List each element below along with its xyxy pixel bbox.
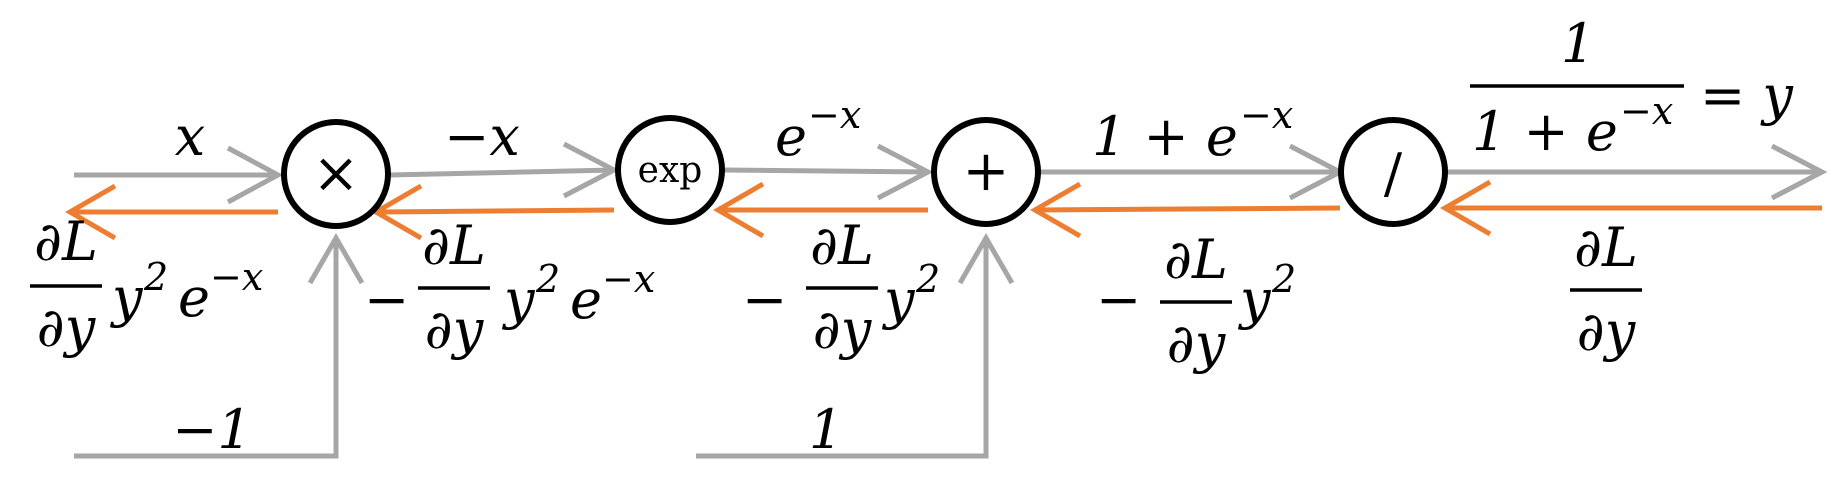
grad-exp-sq: 2 bbox=[535, 257, 560, 301]
label-exp-neg-x-sup: −x bbox=[808, 93, 861, 137]
backward-labels: ∂L ∂y − ∂L ∂y y 2 − ∂L ∂y y 2 − ∂L ∂y bbox=[30, 210, 1642, 375]
grad-output-num: ∂L bbox=[1574, 216, 1638, 279]
grad-input-den: ∂y bbox=[37, 296, 97, 359]
node-exp: exp bbox=[615, 115, 725, 225]
grad-input-e: e bbox=[178, 266, 210, 329]
forward-arrowhead-mul-exp bbox=[562, 141, 620, 199]
node-exp-label: exp bbox=[638, 150, 703, 191]
node-divide-label: / bbox=[1384, 142, 1403, 205]
grad-output-den: ∂y bbox=[1577, 300, 1637, 363]
node-multiply-label: × bbox=[313, 141, 360, 206]
backward-arrowhead-mul-input bbox=[65, 183, 117, 241]
backward-edge-exp-mul bbox=[375, 207, 615, 215]
grad-exp-sup: −x bbox=[602, 257, 655, 301]
forward-edge-mul-exp bbox=[389, 167, 615, 178]
grad-div-num: ∂L bbox=[1164, 228, 1228, 291]
grad-exp-den: ∂y bbox=[425, 298, 485, 361]
label-input-x: x bbox=[175, 105, 205, 168]
label-one-plus-exp: 1 + e −x bbox=[1092, 93, 1293, 168]
grad-output: ∂L ∂y bbox=[1570, 216, 1642, 363]
forward-arrowhead-const-one bbox=[957, 233, 1015, 285]
grad-div: − ∂L ∂y y 2 bbox=[1096, 228, 1296, 375]
grad-add-den: ∂y bbox=[813, 298, 873, 361]
forward-arrowhead-exp-add bbox=[876, 143, 934, 201]
forward-arrowhead-input bbox=[226, 145, 284, 205]
grad-add-num: ∂L bbox=[810, 214, 874, 277]
node-add: + bbox=[931, 117, 1041, 227]
forward-edge-const-neg-one bbox=[74, 238, 339, 459]
label-output-equals-y: = y bbox=[1700, 64, 1794, 127]
grad-input-sq: 2 bbox=[143, 255, 168, 299]
grad-div-y: y bbox=[1238, 268, 1272, 331]
label-output-denominator: 1 + e bbox=[1472, 100, 1618, 163]
backward-edge-div-add bbox=[1034, 205, 1341, 213]
label-const-one: 1 bbox=[809, 398, 843, 461]
grad-div-sq: 2 bbox=[1271, 257, 1296, 301]
grad-div-den: ∂y bbox=[1167, 312, 1227, 375]
forward-arrowhead-const-neg-one bbox=[307, 233, 365, 285]
label-one-plus-exp-base: 1 + e bbox=[1092, 105, 1238, 168]
grad-input-sup: −x bbox=[210, 255, 263, 299]
grad-add-neg: − bbox=[742, 268, 787, 331]
label-exp-neg-x-base: e bbox=[775, 105, 807, 168]
forward-edges bbox=[74, 141, 1828, 459]
grad-exp-e: e bbox=[570, 268, 602, 331]
backward-edges bbox=[65, 179, 1822, 241]
label-neg-x: −x bbox=[444, 105, 520, 168]
grad-exp-neg: − bbox=[364, 268, 409, 331]
backward-arrowhead-output bbox=[1440, 179, 1492, 237]
backward-arrowhead-exp-mul bbox=[371, 183, 423, 241]
grad-exp-y: y bbox=[502, 268, 536, 331]
forward-edge-const-one bbox=[696, 238, 989, 459]
grad-exp: − ∂L ∂y y 2 e −x bbox=[364, 214, 655, 361]
grad-add: − ∂L ∂y y 2 bbox=[742, 214, 940, 361]
forward-arrowhead-output bbox=[1770, 143, 1828, 201]
grad-exp-num: ∂L bbox=[422, 214, 486, 277]
backward-arrowhead-add-exp bbox=[713, 181, 765, 239]
grad-add-y: y bbox=[882, 268, 916, 331]
grad-input: ∂L ∂y y 2 e −x bbox=[30, 210, 263, 359]
node-divide: / bbox=[1338, 117, 1448, 227]
node-add-label: + bbox=[963, 139, 1010, 204]
label-exp-neg-x: e −x bbox=[775, 93, 861, 168]
label-output-expression: 1 1 + e −x = y bbox=[1470, 12, 1794, 163]
grad-input-y: y bbox=[110, 266, 144, 329]
label-const-neg-one: −1 bbox=[172, 398, 252, 461]
label-one-plus-exp-sup: −x bbox=[1240, 93, 1293, 137]
label-output-denominator-sup: −x bbox=[1620, 89, 1673, 133]
grad-add-sq: 2 bbox=[915, 257, 940, 301]
forward-labels: x −x e −x 1 + e −x 1 1 + e −x = y −1 1 bbox=[172, 12, 1794, 461]
label-output-numerator: 1 bbox=[1561, 12, 1595, 75]
node-multiply: × bbox=[281, 119, 391, 229]
grad-input-num: ∂L bbox=[34, 210, 98, 273]
forward-edge-exp-add bbox=[724, 167, 929, 175]
grad-div-neg: − bbox=[1096, 268, 1141, 331]
backward-arrowhead-div-add bbox=[1030, 181, 1082, 239]
